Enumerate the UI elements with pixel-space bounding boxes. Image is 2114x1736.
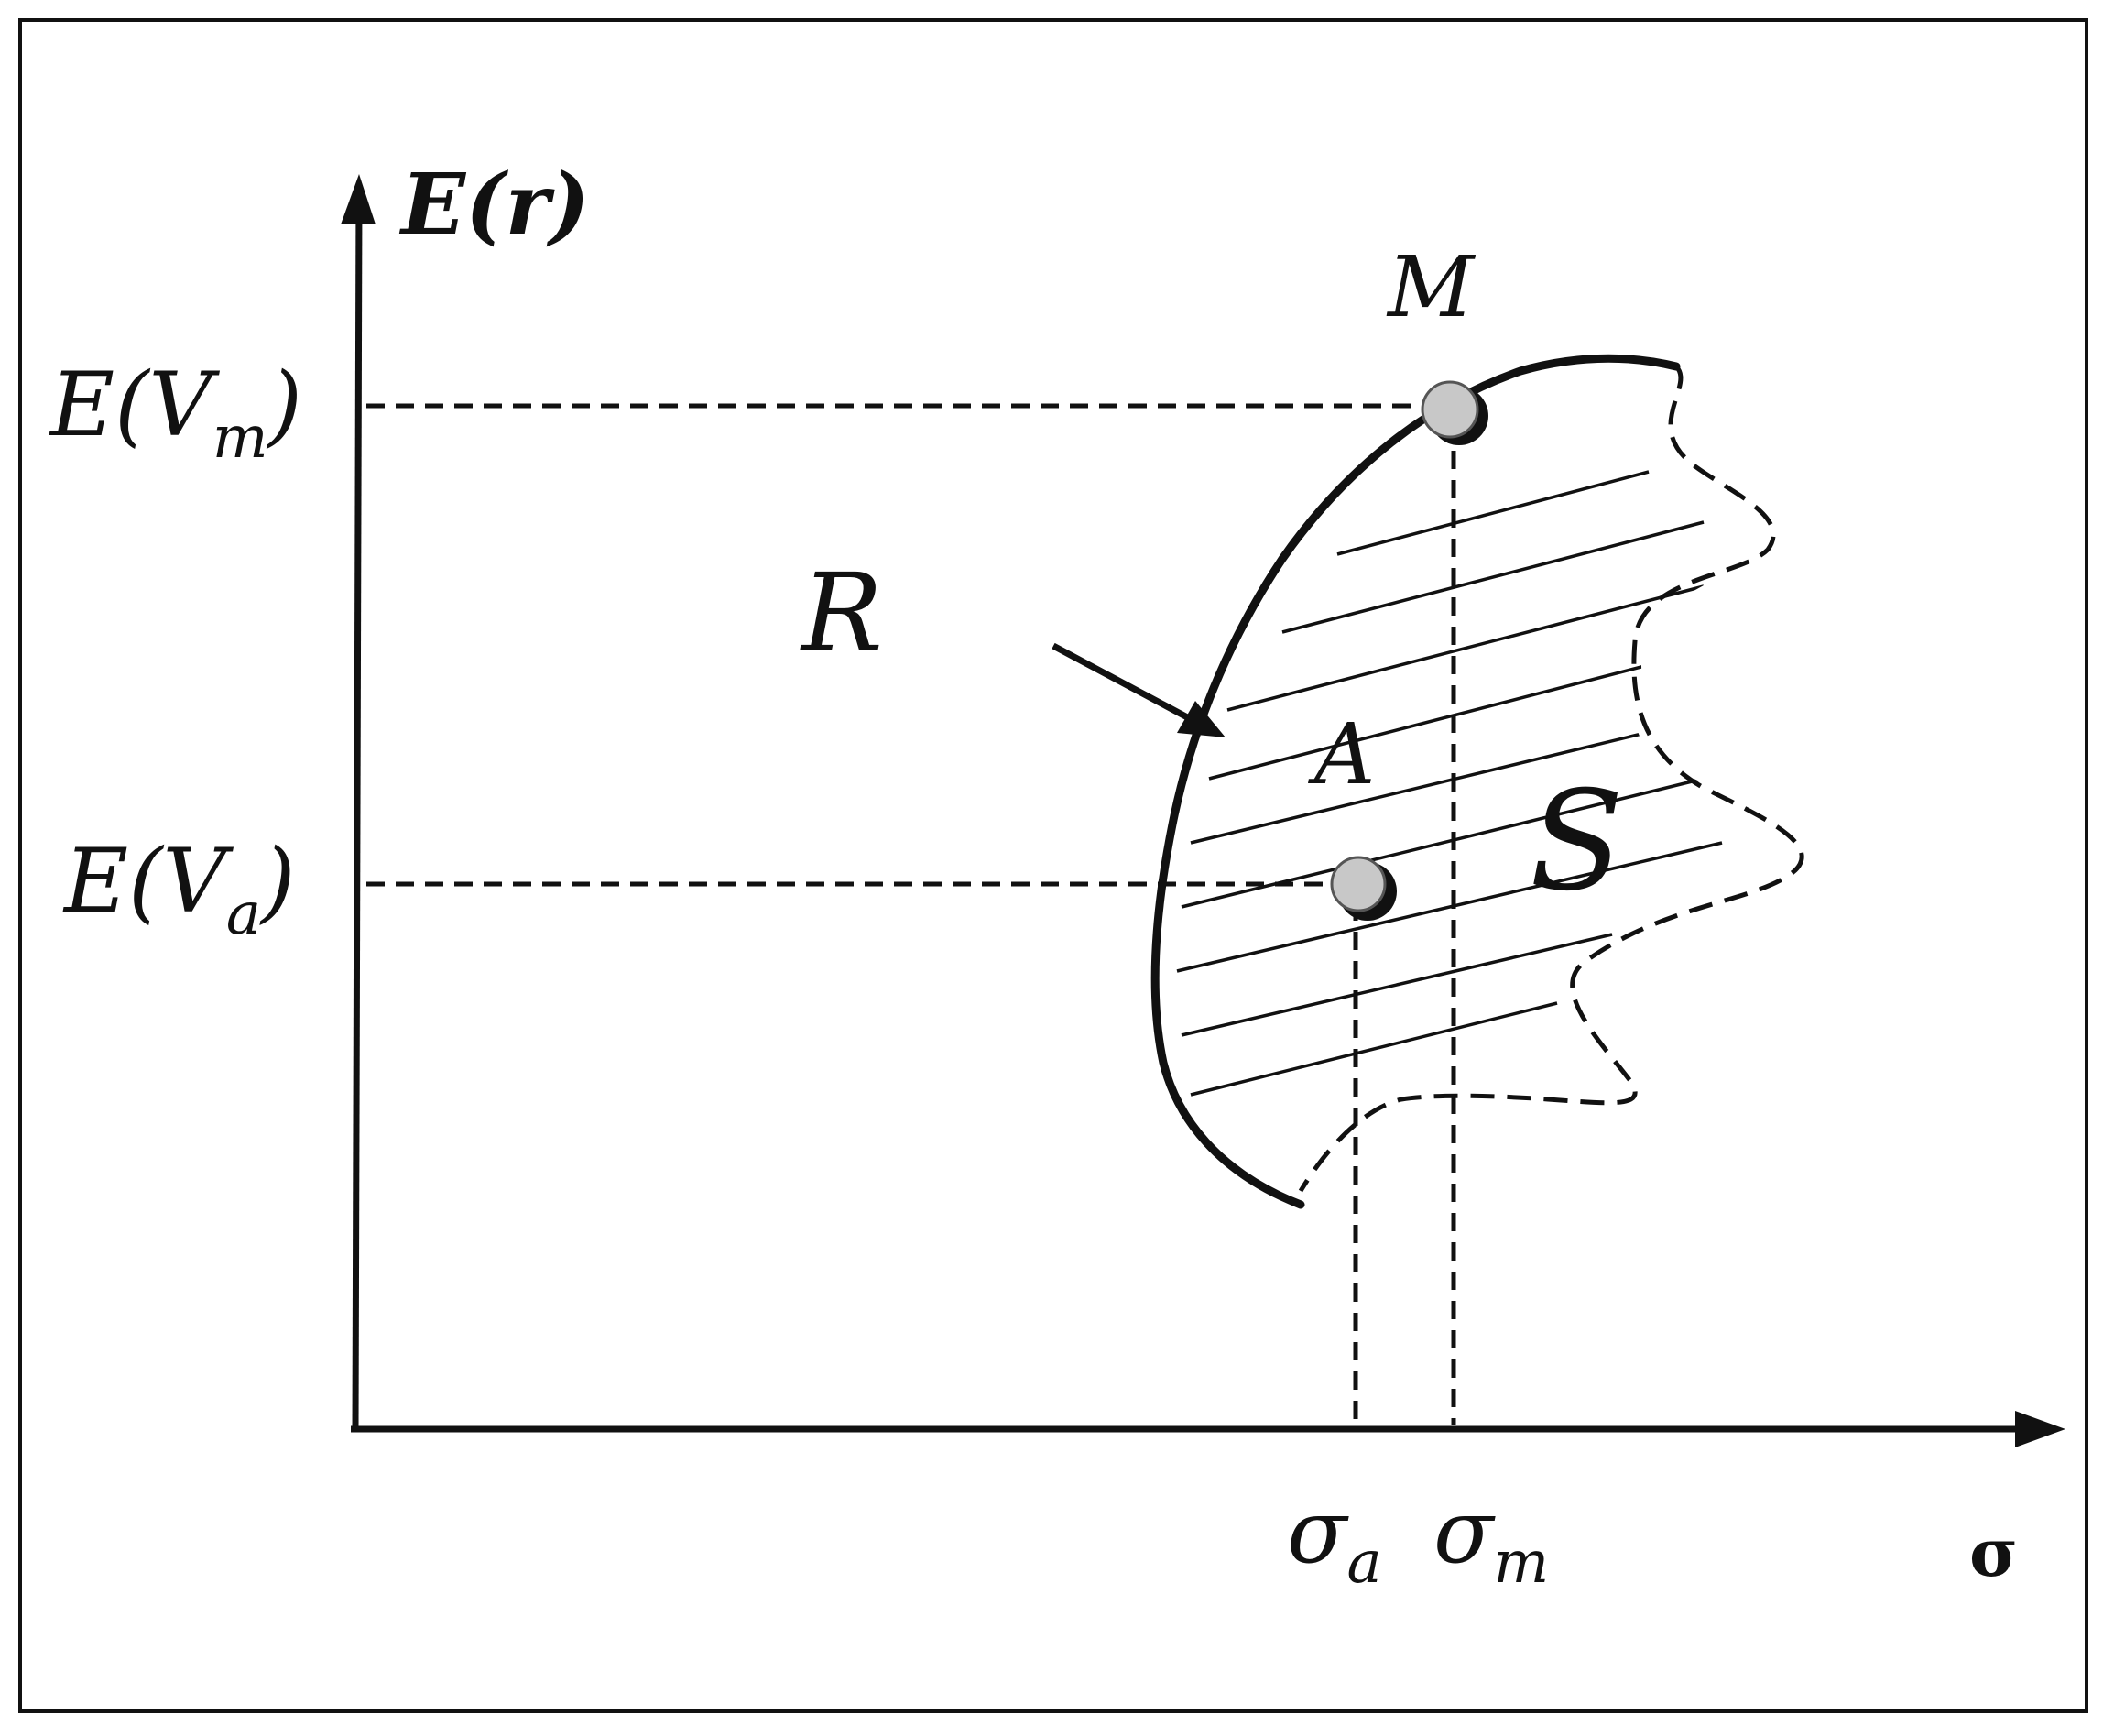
y-tick-label-va: E(Va) xyxy=(62,830,295,948)
point-a xyxy=(1330,856,1387,912)
point-m xyxy=(1421,380,1479,439)
y-axis-label: E(r) xyxy=(398,155,590,254)
y-axis-line xyxy=(352,191,363,1430)
y-tick-label-vm: E(Vm) xyxy=(49,354,302,472)
x-tick-label-sigma-m: σm xyxy=(1433,1480,1549,1597)
x-axis-label: σ xyxy=(1969,1513,2018,1591)
figure-frame xyxy=(18,18,2088,1713)
feasible-region-hatching xyxy=(1176,470,1741,1097)
label-feasible-set-s: S xyxy=(1530,762,1624,922)
label-efficient-frontier-r: R xyxy=(800,550,883,676)
frontier-pointer-arrowhead xyxy=(1177,701,1226,737)
x-axis-arrowhead xyxy=(2015,1411,2065,1447)
efficient-frontier-curve xyxy=(1150,354,1681,1209)
y-axis-arrowhead xyxy=(341,174,376,224)
frontier-pointer-arrow-shaft xyxy=(1052,642,1193,723)
feasible-set-dashed-boundary xyxy=(1298,365,1804,1193)
label-inner-point-a: A xyxy=(1307,705,1375,803)
label-optimal-point-m: M xyxy=(1386,238,1477,336)
x-tick-label-sigma-a: σa xyxy=(1287,1480,1382,1597)
